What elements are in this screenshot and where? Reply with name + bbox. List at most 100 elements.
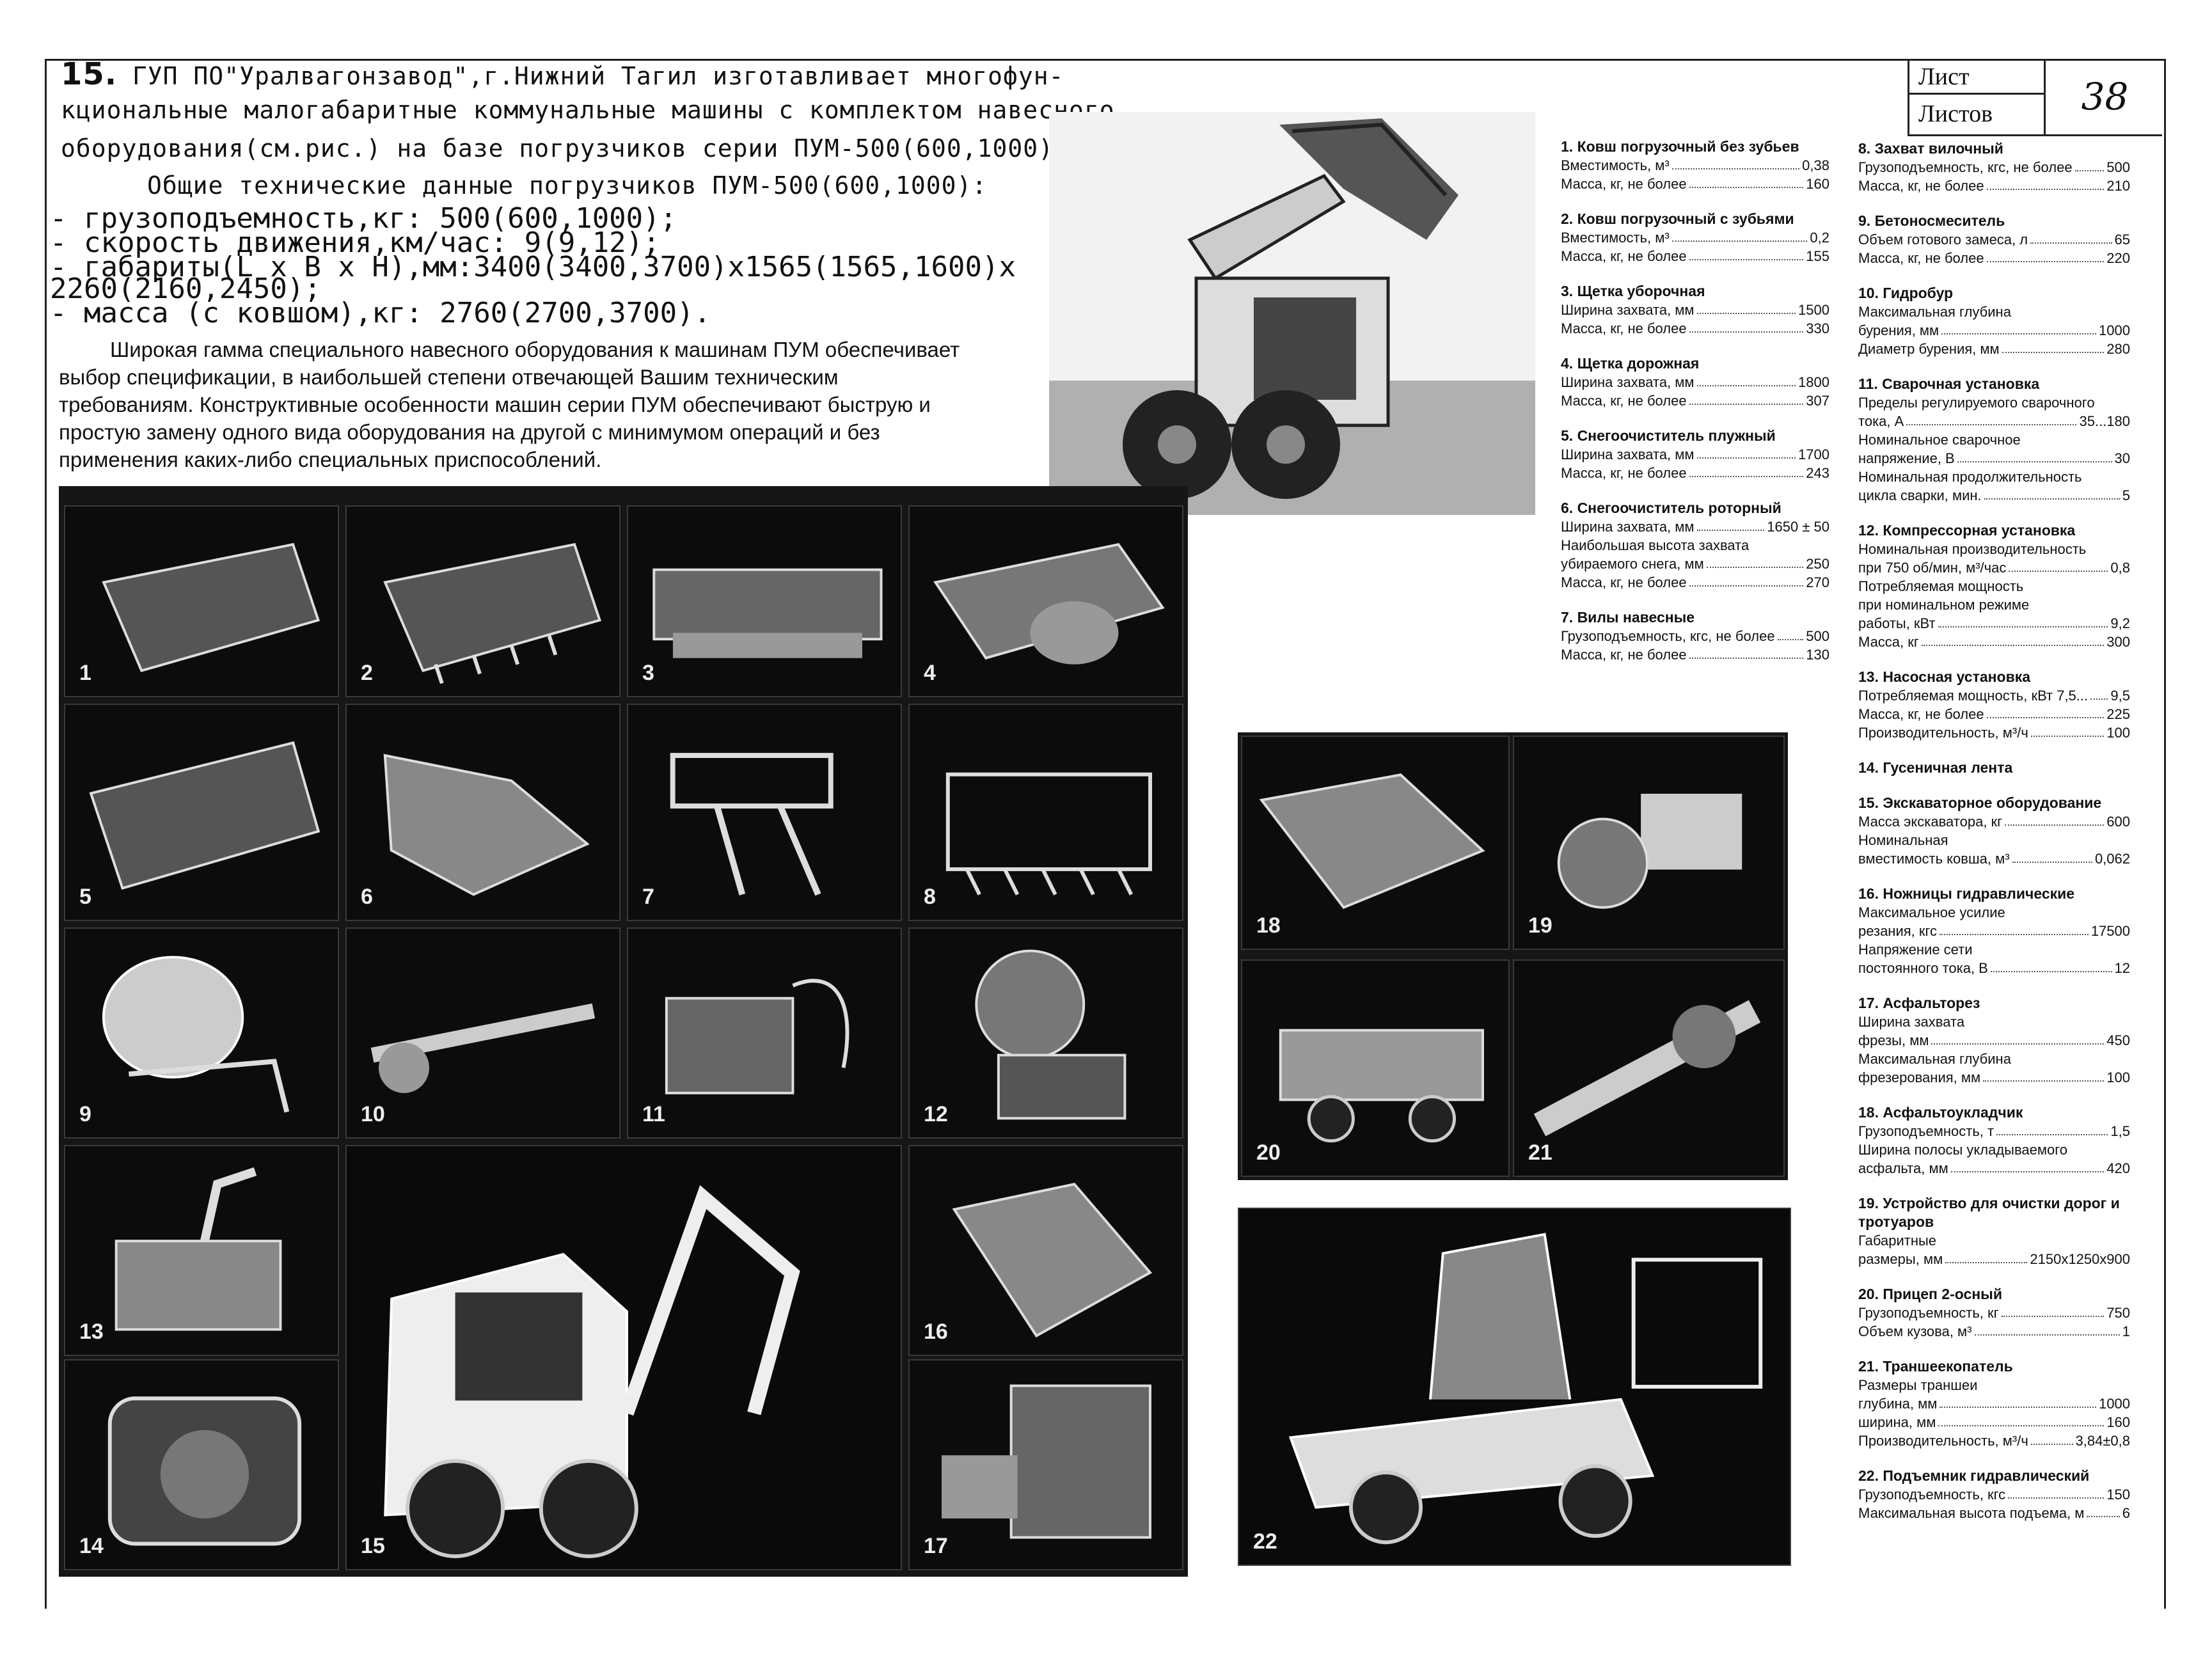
spec-item-title: 10. Гидробур [1858,285,1954,301]
spec-item-title: 18. Асфальтоукладчик [1858,1104,2023,1121]
spec-item-title: 17. Асфальторез [1858,995,1980,1011]
spec-item-title: 21. Траншеекопатель [1858,1358,2013,1375]
photo-asphalt-cutter: 17 [908,1359,1183,1570]
drawing-frame [45,59,2166,1609]
spec-line: Номинальная продолжительность [1858,469,2082,485]
spec-line: Размеры траншеи [1858,1377,1978,1393]
spec-line: - скорость движения,км/час: 9(9,12); [50,226,660,259]
intro-paragraph: Широкая гамма специального навесного обо… [59,338,960,471]
spec-item-title: 22. Подъемник гидравлический [1858,1467,2090,1484]
photo-hydraulic-auger: 10 [345,927,620,1139]
spec-line: - масса (с ковшом),кг: 2760(2700,3700). [50,297,711,329]
photo-bucket-no-teeth: 1 [64,505,339,697]
spec-item: 14. Гусеничная лента [1858,759,2130,777]
sheets-label: Листов [1918,100,1993,127]
spec-line: Ширина захвата [1858,1014,1965,1030]
spec-item-title: 9. Бетоносмеситель [1858,212,2005,229]
spec-item-title: 5. Снегоочиститель плужный [1561,427,1776,444]
header-line-2: кциональные малогабаритные коммунальные … [61,96,1115,124]
spec-item-title: 14. Гусеничная лента [1858,759,2013,776]
photo-fork-grapple: 8 [908,704,1183,921]
spec-item-title: 6. Снегоочиститель роторный [1561,500,1781,516]
spec-line: Максимальная глубина [1858,304,2011,320]
header-line-3: оборудования(см.рис.) на базе погрузчико… [61,134,1161,162]
photo-snow-plough: 5 [64,704,339,921]
spec-item-title: 2. Ковш погрузочный с зубьями [1561,210,1794,227]
spec-item-title: 13. Насосная установка [1858,668,2031,685]
sheet-number: 38 [2044,59,2164,134]
spec-item-title: 11. Сварочная установка [1858,375,2040,392]
photo-bucket-teeth: 2 [345,505,620,697]
photo-road-brush: 4 [908,505,1183,697]
spec-line: Габаритные [1858,1233,1937,1249]
title-stamp: Лист Листов 38 [1908,59,2162,136]
photo-trencher: 21 [1513,959,1785,1177]
spec-line: - грузоподъемность,кг: 500(600,1000); [50,202,677,235]
spec-line: Максимальная глубина [1858,1051,2011,1067]
spec-line: при номинальном режиме [1858,597,2030,613]
header-line-4: Общие технические данные погрузчиков ПУМ… [147,171,988,200]
spec-item-title: 15. Экскаваторное оборудование [1858,794,2102,811]
sheet-label: Лист [1909,59,2044,95]
spec-item-title: 3. Щетка уборочная [1561,283,1705,299]
spec-line: цикла сварки, мин.5 [1858,487,2130,503]
spec-line: Пределы регулируемого сварочного [1858,395,2095,411]
photo-rotary-snow-blower: 6 [345,704,620,921]
spec-line: Наибольшая высота захвата [1561,537,1750,553]
header-line-1: 15. ГУП ПО"Уралвагонзавод",г.Нижний Таги… [61,56,1064,92]
spec-line: 2260(2160,2450); [50,272,321,305]
spec-item-title: 4. Щетка дорожная [1561,355,1700,372]
spec-item: 19. Устройство для очистки дорог и троту… [1858,1194,2130,1268]
spec-item-title: 1. Ковш погрузочный без зубьев [1561,138,1799,155]
photo-asphalt-paver: 18 [1241,736,1510,950]
photo-hydraulic-shears: 16 [908,1145,1183,1356]
photo-compressor-unit: 12 [908,927,1183,1139]
photo-pump-unit: 13 [64,1145,339,1356]
